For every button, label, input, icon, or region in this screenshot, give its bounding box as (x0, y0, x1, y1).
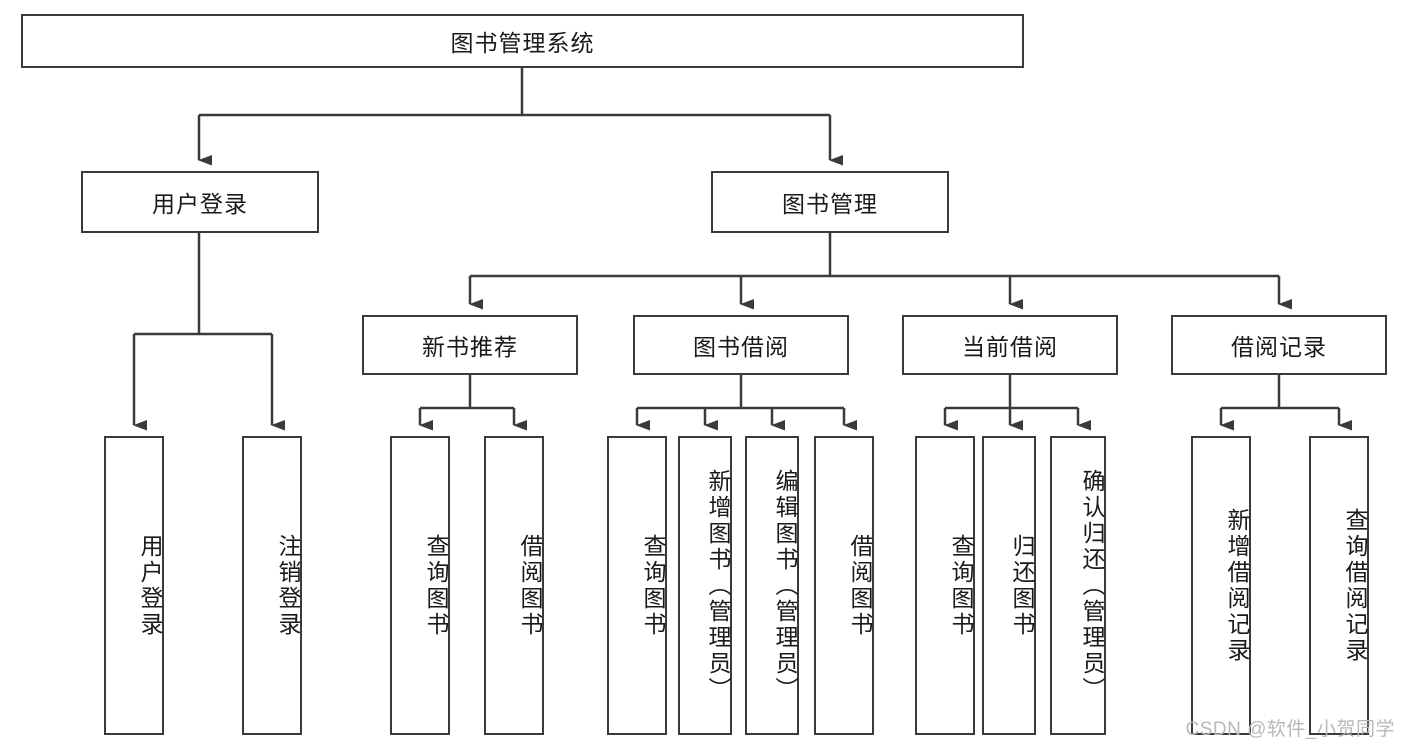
node-user-login-label: 用户登录 (152, 191, 248, 217)
node-book-borrow[interactable]: 图书借阅 (633, 315, 849, 375)
leaf-borrow-book-recommend-label: 借阅图书 (517, 533, 543, 638)
leaf-query-book-current-label: 查询图书 (948, 533, 974, 638)
leaf-borrow-book-label: 借阅图书 (847, 533, 873, 638)
leaf-add-borrow-record-label: 新增借阅记录 (1224, 507, 1250, 664)
leaf-query-borrow-record[interactable]: 查询借阅记录 (1309, 436, 1369, 735)
leaf-confirm-return-admin-label: 确认归还（管理员） (1079, 468, 1105, 703)
leaf-edit-book-admin-label: 编辑图书（管理员） (772, 468, 798, 703)
node-book-borrow-label: 图书借阅 (693, 334, 789, 360)
node-new-book-recommend[interactable]: 新书推荐 (362, 315, 578, 375)
leaf-query-book-recommend-label: 查询图书 (423, 533, 449, 638)
node-borrow-record-label: 借阅记录 (1231, 334, 1327, 360)
node-current-borrow-label: 当前借阅 (962, 334, 1058, 360)
csdn-watermark: CSDN @软件_小贺同学 (1185, 719, 1395, 740)
leaf-user-login[interactable]: 用户登录 (104, 436, 164, 735)
node-root[interactable]: 图书管理系统 (21, 14, 1024, 68)
leaf-borrow-book[interactable]: 借阅图书 (814, 436, 874, 735)
leaf-user-login-label: 用户登录 (137, 533, 163, 638)
leaf-borrow-book-recommend[interactable]: 借阅图书 (484, 436, 544, 735)
leaf-query-book-borrow-label: 查询图书 (640, 533, 666, 638)
leaf-query-book-recommend[interactable]: 查询图书 (390, 436, 450, 735)
leaf-return-book-label: 归还图书 (1009, 533, 1035, 638)
leaf-add-book-admin[interactable]: 新增图书（管理员） (678, 436, 732, 735)
node-book-management[interactable]: 图书管理 (711, 171, 949, 233)
leaf-logout-label: 注销登录 (275, 533, 301, 638)
leaf-query-book-borrow[interactable]: 查询图书 (607, 436, 667, 735)
leaf-edit-book-admin[interactable]: 编辑图书（管理员） (745, 436, 799, 735)
leaf-add-book-admin-label: 新增图书（管理员） (705, 468, 731, 703)
leaf-query-book-current[interactable]: 查询图书 (915, 436, 975, 735)
leaf-query-borrow-record-label: 查询借阅记录 (1342, 507, 1368, 664)
leaf-add-borrow-record[interactable]: 新增借阅记录 (1191, 436, 1251, 735)
node-current-borrow[interactable]: 当前借阅 (902, 315, 1118, 375)
node-user-login[interactable]: 用户登录 (81, 171, 319, 233)
node-root-label: 图书管理系统 (450, 30, 595, 56)
leaf-return-book[interactable]: 归还图书 (982, 436, 1036, 735)
node-book-management-label: 图书管理 (782, 191, 878, 217)
node-borrow-record[interactable]: 借阅记录 (1171, 315, 1387, 375)
node-new-book-recommend-label: 新书推荐 (422, 334, 518, 360)
leaf-logout[interactable]: 注销登录 (242, 436, 302, 735)
leaf-confirm-return-admin[interactable]: 确认归还（管理员） (1050, 436, 1106, 735)
